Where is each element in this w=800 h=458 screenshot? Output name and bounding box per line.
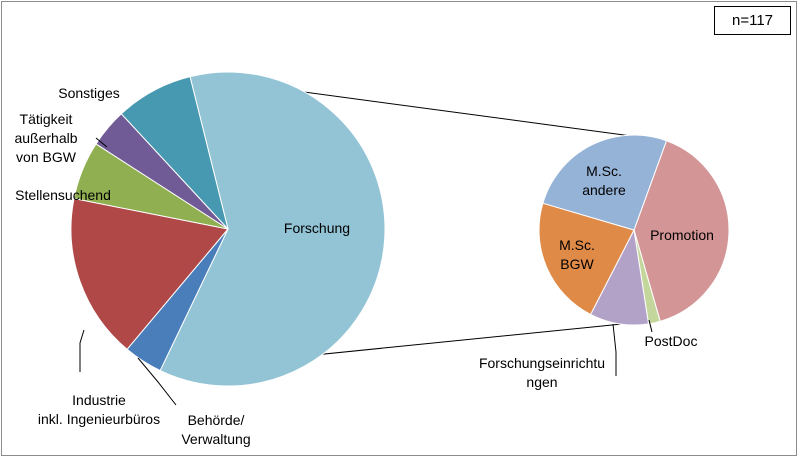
secondary-label-postdoc: PostDoc xyxy=(645,333,698,349)
main-label-sonstiges: Sonstiges xyxy=(58,85,119,101)
secondary-label-msc_bgw: M.Sc.BGW xyxy=(559,237,595,272)
secondary-slice-msc_andere xyxy=(542,134,668,231)
secondary-slice-msc_bgw xyxy=(538,202,635,316)
leader-line-taetigkeit xyxy=(95,137,108,148)
leader-line-forschungseinrichtungen xyxy=(612,323,617,376)
main-slice-industrie xyxy=(70,197,229,350)
leader-line-industrie xyxy=(79,329,85,372)
secondary-pie xyxy=(538,134,730,326)
secondary-slice-promotion xyxy=(633,140,730,322)
main-label-forschung: Forschung xyxy=(284,220,350,236)
secondary-label-msc_andere: M.Sc.andere xyxy=(582,163,626,198)
leader-line-behoerde xyxy=(137,357,177,406)
main-label-stellensuchend: Stellensuchend xyxy=(15,187,111,203)
main-label-behoerde: Behörde/Verwaltung xyxy=(181,412,250,447)
main-pie xyxy=(70,71,386,387)
leader-line-postdoc xyxy=(648,319,653,333)
main-slice-sonstiges xyxy=(120,76,229,230)
sample-size-box: n=117 xyxy=(714,6,791,35)
leader-lines xyxy=(79,137,653,406)
main-slice-forschung xyxy=(159,71,386,387)
secondary-label-promotion: Promotion xyxy=(650,227,714,243)
